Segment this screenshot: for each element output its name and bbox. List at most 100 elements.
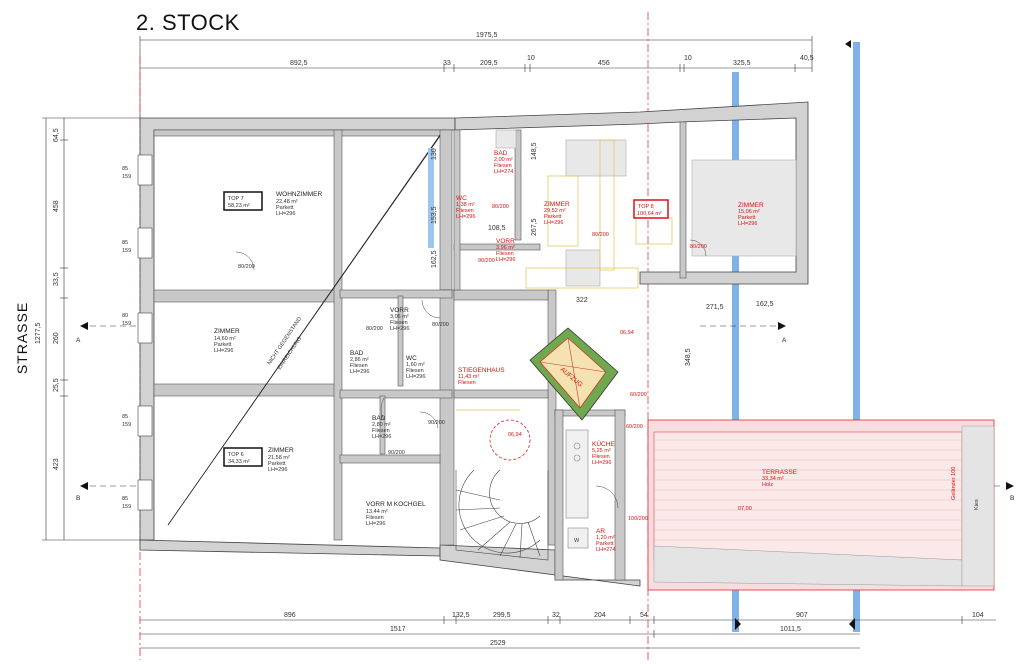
dim-bottom-total: 2529 (490, 640, 506, 647)
top-6-box (223, 447, 263, 467)
gravel-label: Kies (974, 499, 980, 510)
room-ar-area: 1,20 m² (596, 535, 615, 541)
room-ar-lh: LH=274 (596, 547, 615, 553)
door-6: 90/200 (478, 258, 495, 264)
section-a-left: A (76, 337, 81, 344)
stair-turn-circle (489, 419, 531, 461)
dim-inner-2: 162,5 (756, 301, 774, 308)
room-kueche-name: KÜCHE (592, 440, 615, 448)
section-b-left: B (76, 495, 80, 502)
page-title: 2. STOCK (136, 10, 240, 35)
win-dim-3b: 159 (122, 321, 131, 327)
dim-inner-3: 348,5 (685, 348, 692, 366)
door-5: 90/200 (388, 450, 405, 456)
door-2: 80/200 (366, 326, 383, 332)
dim-bottom-0: 896 (284, 612, 296, 619)
room-zimmer8a-lh: LH=296 (544, 220, 563, 226)
dim-left-total: 1277,5 (35, 322, 42, 344)
room-bad6-area: 2,80 m² (372, 422, 391, 428)
dim-top-4: 10 (527, 55, 535, 62)
win-dim-5a: 85 (122, 496, 128, 502)
axis-markers (735, 40, 855, 630)
dim-left-3: 260 (53, 332, 60, 344)
win-dim-2a: 85 (122, 240, 128, 246)
kitchen-unit (565, 429, 589, 549)
dim-inner-8: 162,5 (431, 250, 438, 268)
dim-top-2: 33 (443, 60, 451, 67)
room-wc8-floor: Fliesen (456, 208, 474, 214)
room-wohnzimmer-area: 22,48 m² (276, 199, 298, 205)
dim-bottom-3: 32 (552, 612, 560, 619)
dim-inner-9: 130 (431, 148, 438, 160)
room-wc8-area: 1,38 m² (456, 202, 475, 208)
room-zimmer8a-floor: Parkett (544, 214, 562, 220)
room-zimmer8b-area: 15,06 m² (738, 209, 760, 215)
dim-inner-7: 153,5 (431, 206, 438, 224)
room-wc8-name: WC (456, 195, 467, 202)
room-kueche-lh: LH=296 (592, 460, 611, 466)
room-zimmer7-floor: Parkett (214, 342, 232, 348)
dim-bottom-5: 54 (640, 612, 648, 619)
terrace (647, 419, 995, 591)
room-vorr8-lh: LH=296 (496, 257, 515, 263)
dim-left-4: 25,5 (53, 378, 60, 392)
dim-top-8: 40,5 (800, 55, 814, 62)
win-dim-4b: 159 (122, 422, 131, 428)
left-windows (137, 154, 153, 511)
diagonal-lines (167, 134, 441, 526)
door-1: 80/200 (238, 264, 255, 270)
level-1: 06,94 (620, 330, 634, 336)
top-7-area: 58,23 m² (228, 203, 250, 209)
top-8-box (633, 199, 669, 219)
section-a-right: A (782, 337, 787, 344)
room-vorr8-area: 3,96 m² (496, 245, 515, 251)
room-zimmer6-lh: LH=296 (268, 467, 287, 473)
room-bad8-lh: LH=274 (494, 169, 513, 175)
axis-lines (732, 42, 860, 632)
dim-inner-5: 267,5 (531, 218, 538, 236)
dim-left-2: 33,5 (53, 272, 60, 286)
section-markers (80, 322, 1014, 490)
room-ar-name: AR (596, 528, 605, 535)
dim-total-top: 1975,5 (476, 32, 498, 39)
room-zimmer7-name: ZIMMER (214, 328, 240, 335)
dim-bottom-9: 1011,5 (780, 626, 801, 633)
room-bad7-area: 2,86 m² (350, 357, 369, 363)
room-wc7-floor: Fliesen (406, 368, 424, 374)
room-bad7-floor: Fliesen (350, 363, 368, 369)
top-7-box (223, 191, 263, 211)
room-vorr7-floor: Fliesen (390, 320, 408, 326)
room-bad8-name: BAD (494, 150, 508, 157)
room-wohnzimmer-name: WOHNZIMMER (276, 191, 323, 198)
room-wc7-area: 1,60 m² (406, 362, 425, 368)
terrace-hatch (654, 439, 962, 541)
win-dim-1a: 85 (122, 166, 128, 172)
room-kueche-area: 5,25 m² (592, 448, 611, 454)
dim-bottom-8: 1517 (390, 626, 406, 633)
room-bad6-lh: LH=296 (372, 434, 391, 440)
room-bad8-floor: Fliesen (494, 163, 512, 169)
door-8: 80/200 (690, 244, 707, 250)
room-stiegenhaus-area: 11,43 m² (458, 374, 479, 380)
room-zimmer8a-area: 29,52 m² (544, 208, 566, 214)
room-zimmer6-area: 21,58 m² (268, 455, 290, 461)
room-zimmer8b-lh: LH=296 (738, 221, 757, 227)
room-vorr7-area: 3,06 m² (390, 314, 409, 320)
room-bad6-name: BAD (372, 415, 386, 422)
dim-top-7: 325,5 (733, 60, 751, 67)
washer-label: W (574, 538, 580, 544)
top-7-label: TOP 7 (228, 196, 244, 202)
room-vorr-kochgel-area: 13,44 m² (366, 509, 388, 515)
room-stiegenhaus-name: STIEGENHAUS (458, 367, 505, 374)
room-kueche-floor: Fliesen (592, 454, 610, 460)
door-7: 80/200 (492, 204, 509, 210)
top-6-label: TOP 6 (228, 452, 244, 458)
room-vorr7-lh: LH=296 (390, 326, 409, 332)
room-vorr8-floor: Fliesen (496, 251, 514, 257)
room-vorr8-name: VORR (496, 238, 515, 245)
door-3: 80/200 (432, 322, 449, 328)
elevator (529, 327, 619, 421)
room-terrasse-name: TERRASSE (762, 469, 798, 476)
dim-bottom-1: 132,5 (452, 612, 470, 619)
